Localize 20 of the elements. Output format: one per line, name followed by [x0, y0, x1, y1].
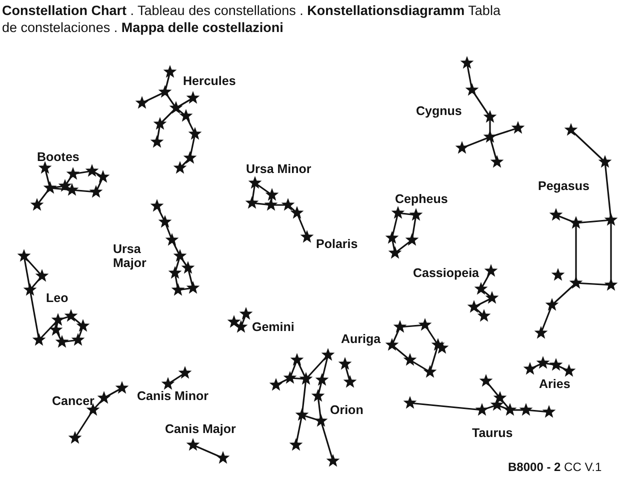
constellation-name: Ursa Minor — [246, 162, 312, 176]
constellation-name: Canis Major — [165, 422, 236, 436]
constellation-name: Cepheus — [395, 192, 448, 206]
constellation-name: Cancer — [52, 394, 94, 408]
constellation-name: Cassiopeia — [413, 266, 480, 280]
constellation-name: Canis Minor — [137, 389, 209, 403]
constellation-name: Aries — [539, 377, 570, 391]
constellation-name: Bootes — [37, 150, 80, 164]
constellation-name: Pegasus — [538, 179, 590, 193]
chart-title: Constellation Chart . Tableau des constellations . Konstellationsdiagramm Tabla de constelaciones . Mappa delle costellazioni — [2, 2, 502, 36]
constellation-name: Gemini — [252, 320, 294, 334]
constellation-name: Hercules — [183, 74, 236, 88]
constellation-name: Taurus — [472, 426, 513, 440]
constellation-name: Ursa Major — [113, 242, 148, 270]
constellation-name: Polaris — [316, 237, 358, 251]
constellation-name: Orion — [330, 403, 364, 417]
constellation-name: Auriga — [341, 332, 381, 346]
constellation-name: Cygnus — [416, 104, 462, 118]
constellation-name: Leo — [46, 291, 68, 305]
chart-code: B8000 - 2 CC V.1 — [508, 460, 602, 474]
